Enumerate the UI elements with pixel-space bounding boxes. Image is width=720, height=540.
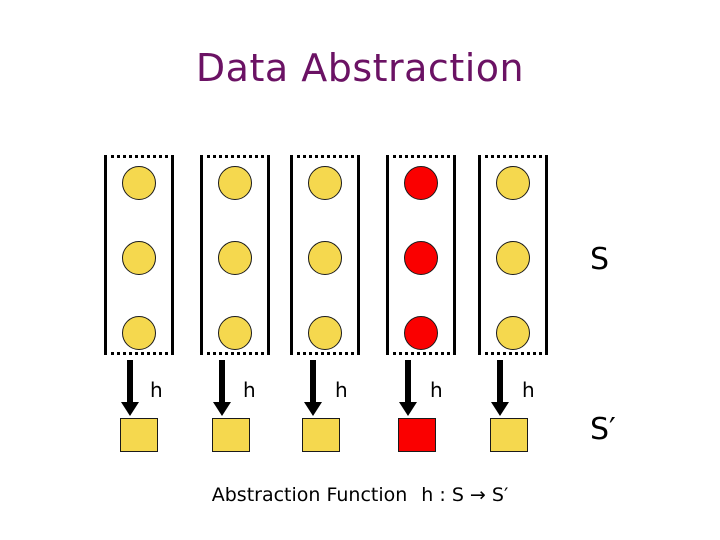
abstract-state-square bbox=[302, 418, 340, 452]
concrete-column bbox=[104, 155, 174, 355]
abstract-set-label: S′ bbox=[590, 412, 616, 447]
mapping-label-h: h bbox=[430, 378, 443, 402]
state-dot bbox=[122, 316, 156, 350]
arrow-head bbox=[491, 402, 509, 416]
state-dot bbox=[218, 166, 252, 200]
abstract-state-square bbox=[490, 418, 528, 452]
concrete-set-label: S bbox=[590, 242, 610, 277]
page-title: Data Abstraction bbox=[195, 46, 525, 90]
state-dot bbox=[404, 316, 438, 350]
arrow-head bbox=[304, 402, 322, 416]
arrow-head bbox=[213, 402, 231, 416]
arrow-head bbox=[399, 402, 417, 416]
caption-text: Abstraction Function bbox=[211, 484, 408, 506]
concrete-column bbox=[200, 155, 270, 355]
state-dot bbox=[308, 241, 342, 275]
concrete-column bbox=[290, 155, 360, 355]
state-dot bbox=[496, 241, 530, 275]
arrow-shaft bbox=[219, 360, 225, 404]
mapping-label-h: h bbox=[335, 378, 348, 402]
mapping-arrow-icon bbox=[487, 360, 513, 416]
state-dot bbox=[496, 316, 530, 350]
arrow-shaft bbox=[310, 360, 316, 404]
mapping-label-h: h bbox=[243, 378, 256, 402]
arrow-head bbox=[121, 402, 139, 416]
concrete-column bbox=[386, 155, 456, 355]
state-dot bbox=[496, 166, 530, 200]
arrow-shaft bbox=[405, 360, 411, 404]
caption: Abstraction Function h : S → S′ bbox=[0, 484, 720, 506]
state-dot bbox=[404, 241, 438, 275]
state-dot bbox=[122, 166, 156, 200]
mapping-label-h: h bbox=[150, 378, 163, 402]
mapping-arrow-icon bbox=[117, 360, 143, 416]
state-dot bbox=[308, 316, 342, 350]
caption-formula: h : S → S′ bbox=[421, 484, 509, 506]
state-dot bbox=[122, 241, 156, 275]
abstract-state-square bbox=[212, 418, 250, 452]
state-dot bbox=[308, 166, 342, 200]
state-dot bbox=[218, 241, 252, 275]
state-dot bbox=[218, 316, 252, 350]
arrow-shaft bbox=[497, 360, 503, 404]
mapping-arrow-icon bbox=[395, 360, 421, 416]
state-dot bbox=[404, 166, 438, 200]
mapping-label-h: h bbox=[522, 378, 535, 402]
abstract-state-square bbox=[398, 418, 436, 452]
concrete-column bbox=[478, 155, 548, 355]
mapping-arrow-icon bbox=[209, 360, 235, 416]
mapping-arrow-icon bbox=[300, 360, 326, 416]
abstract-state-square bbox=[120, 418, 158, 452]
arrow-shaft bbox=[127, 360, 133, 404]
